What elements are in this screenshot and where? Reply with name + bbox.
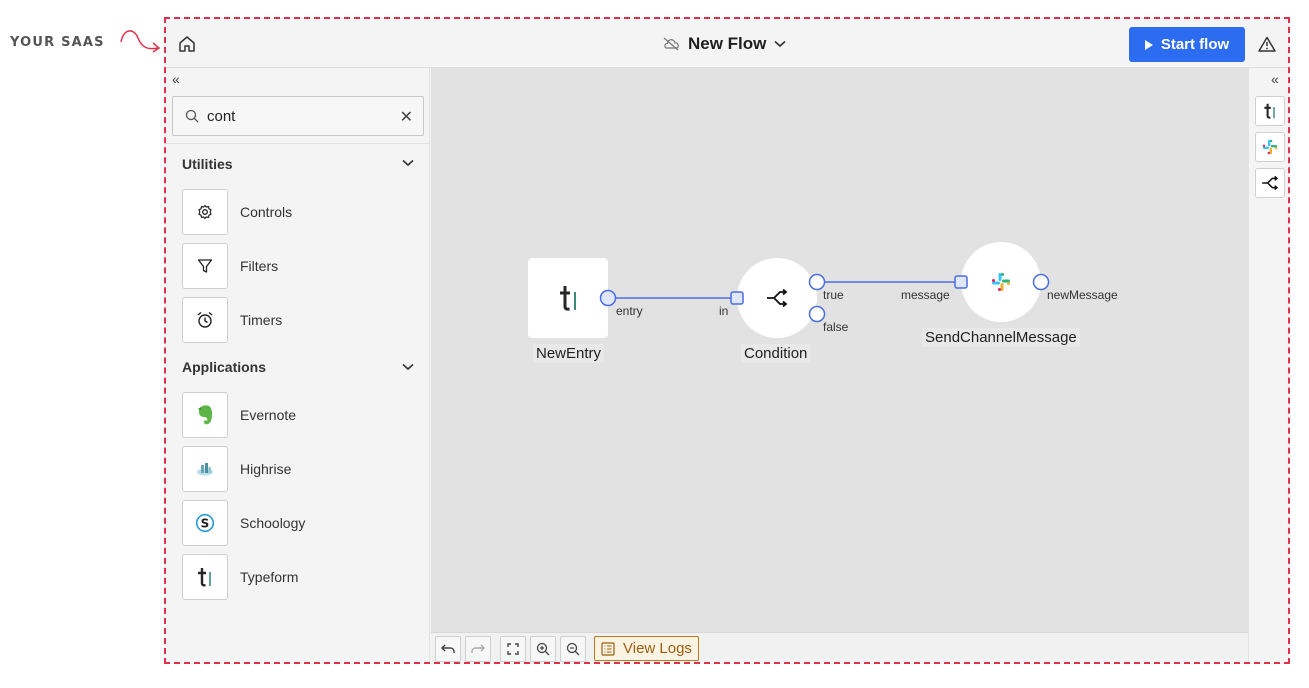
typeform-icon [560,286,576,311]
alarm-clock-icon [182,297,228,343]
node-condition[interactable] [737,258,817,338]
search-icon [185,109,199,123]
output-port-false[interactable] [808,305,826,323]
redo-icon [471,644,485,653]
right-item-condition[interactable] [1255,168,1285,198]
schoology-icon: S [182,500,228,546]
library-item-controls[interactable]: Controls [182,189,292,235]
zoom-in-button[interactable] [530,636,556,662]
gear-icon [182,189,228,235]
library-item-label: Schoology [240,515,306,531]
chevron-down-icon[interactable] [402,363,414,371]
port-label-true: true [823,288,844,302]
filter-icon [182,243,228,289]
undo-icon [441,644,455,653]
chevron-down-icon [774,40,786,48]
play-icon [1144,39,1153,50]
library-item-label: Filters [240,258,279,274]
branch-icon [1262,176,1279,190]
library-item-evernote[interactable]: Evernote [182,392,296,438]
svg-text:S: S [201,516,210,530]
warning-icon[interactable] [1258,36,1276,52]
library-item-label: Timers [240,312,283,328]
port-label-entry: entry [616,304,643,318]
library-item-label: Controls [240,204,293,220]
node-label-condition: Condition [741,344,811,363]
node-label-newentry: NewEntry [533,344,605,363]
zoom-out-icon [566,642,580,656]
node-library-sidebar: « cont ✕ Utilities Controls [166,68,430,662]
typeform-icon [182,554,228,600]
evernote-icon [182,392,228,438]
redo-button[interactable] [465,636,491,662]
top-bar: New Flow Start flow [166,19,1288,68]
cloud-off-icon [663,37,679,51]
typeform-icon [1264,103,1275,119]
right-item-typeform[interactable] [1255,96,1285,126]
node-newentry[interactable] [528,258,608,338]
search-value: cont [207,108,236,125]
library-item-label: Evernote [240,407,297,423]
view-logs-label: View Logs [623,640,692,657]
canvas-toolbar: View Logs [431,632,1248,662]
port-label-message: message [901,288,950,302]
output-port-newmessage[interactable] [1032,273,1050,291]
divider [166,143,429,144]
port-label-newmessage: newMessage [1047,288,1118,302]
section-utilities-header[interactable]: Utilities [182,156,233,172]
library-item-typeform[interactable]: Typeform [182,554,298,600]
input-port-message[interactable] [954,275,968,289]
flow-canvas[interactable]: NewEntry entry Condition in true false [431,68,1248,632]
section-applications-header[interactable]: Applications [182,359,267,375]
port-label-false: false [823,320,849,334]
library-item-highrise[interactable]: Highrise [182,446,291,492]
branch-icon [767,289,788,307]
collapse-right-icon[interactable]: « [1271,71,1279,87]
undo-button[interactable] [435,636,461,662]
collapse-left-icon[interactable]: « [172,71,180,87]
brand-label: YOUR SAAS [10,35,105,50]
chevron-down-icon[interactable] [402,159,414,167]
library-item-label: Highrise [240,461,292,477]
input-port-in[interactable] [730,291,744,305]
start-flow-label: Start flow [1160,36,1230,53]
clear-search-icon[interactable]: ✕ [399,109,413,126]
right-item-slack[interactable] [1255,132,1285,162]
curved-arrow-icon [120,30,161,53]
fullscreen-icon [507,643,519,655]
slack-icon [1262,139,1278,155]
output-port-true[interactable] [808,273,826,291]
zoom-in-icon [536,642,550,656]
right-sidebar: « [1248,68,1288,662]
library-item-filters[interactable]: Filters [182,243,278,289]
app-frame: New Flow Start flow « cont ✕ Utilities [164,17,1290,664]
node-sendchannelmessage[interactable] [961,242,1041,322]
fit-view-button[interactable] [500,636,526,662]
logs-icon [601,641,615,656]
flow-title-dropdown[interactable]: New Flow [662,34,786,54]
slack-icon [992,273,1010,291]
zoom-out-button[interactable] [560,636,586,662]
search-input[interactable]: cont ✕ [172,96,424,136]
view-logs-button[interactable]: View Logs [594,636,699,661]
output-port-entry[interactable] [599,289,617,307]
library-item-schoology[interactable]: S Schoology [182,500,305,546]
start-flow-button[interactable]: Start flow [1129,27,1245,62]
library-item-label: Typeform [240,569,299,585]
home-icon[interactable] [178,35,196,53]
node-label-sendchannelmessage: SendChannelMessage [922,328,1080,347]
edges-layer [608,281,960,299]
port-label-in: in [719,304,729,318]
highrise-icon [182,446,228,492]
library-item-timers[interactable]: Timers [182,297,282,343]
flow-title: New Flow [688,34,767,53]
